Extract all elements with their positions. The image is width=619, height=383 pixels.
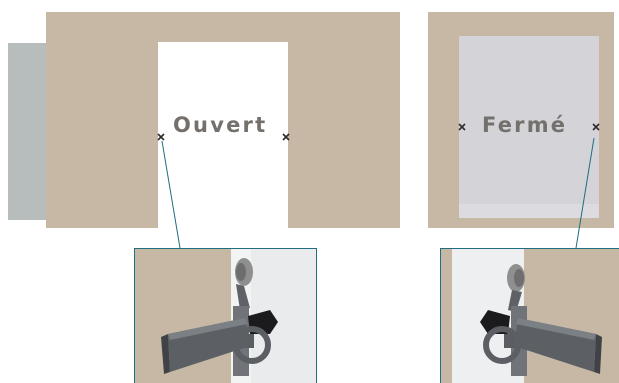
hinge-marker-right-open (282, 133, 290, 141)
open-state-label: Ouvert (173, 113, 268, 137)
detail-inset-open (134, 248, 317, 383)
closed-state-illustration (428, 12, 614, 249)
open-state-illustration (8, 12, 400, 249)
door-frame-bottom (459, 204, 599, 218)
callout-line-closed (575, 137, 595, 249)
closed-state-label: Fermé (482, 113, 568, 137)
door-stop-icon (480, 310, 602, 374)
detail-inset-closed (440, 248, 619, 383)
hinge-marker-left-open (157, 133, 165, 141)
open-doorway (158, 42, 288, 230)
hinge-marker-right-closed (592, 123, 600, 131)
side-panel (8, 43, 48, 220)
door-stop-icon (161, 310, 278, 374)
door-panel (459, 36, 599, 218)
hinge-marker-left-closed (458, 123, 466, 131)
callout-line-open (161, 140, 181, 249)
